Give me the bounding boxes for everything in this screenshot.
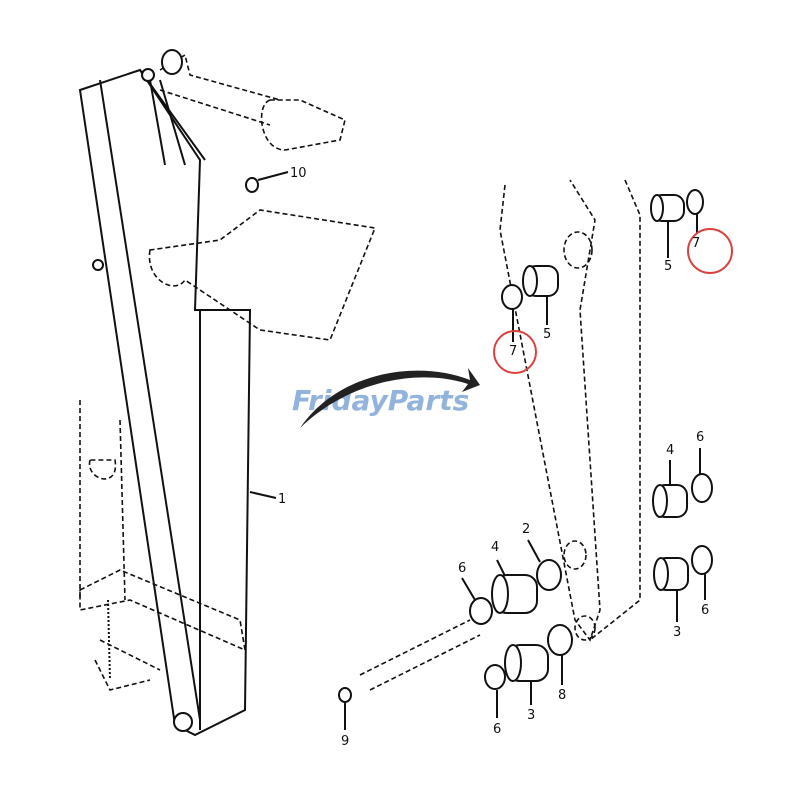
callout-2: 2 [522, 522, 530, 537]
callout-7: 7 [509, 344, 517, 359]
callout-6: 6 [696, 430, 704, 445]
callout-5: 5 [664, 259, 672, 274]
callout-3: 3 [527, 708, 535, 723]
callout-9: 9 [341, 734, 349, 749]
parts [245, 177, 713, 703]
callout-5: 5 [543, 327, 551, 342]
callout-4: 4 [491, 540, 499, 555]
watermark-logo: FridayParts [292, 368, 480, 428]
highlight-circle-7-middle [493, 330, 537, 374]
callout-4: 4 [666, 443, 674, 458]
callout-8: 8 [558, 688, 566, 703]
highlight-circle-7-top [687, 228, 733, 274]
callout-1: 1 [278, 492, 286, 507]
callout-10: 10 [290, 166, 307, 181]
callout-6: 6 [701, 603, 709, 618]
callout-6: 6 [458, 561, 466, 576]
leader-lines [249, 171, 706, 730]
arm-part-1 [78, 68, 252, 737]
cylinder-dashed [79, 49, 377, 691]
callout-3: 3 [673, 625, 681, 640]
callout-labels: 10 1 7 5 7 5 4 6 6 3 6 4 2 6 3 8 9 [278, 166, 709, 749]
callout-6: 6 [493, 722, 501, 737]
callout-7: 7 [692, 236, 700, 251]
detail-dashed-outline [359, 179, 641, 691]
watermark-text: FridayParts [292, 384, 469, 417]
